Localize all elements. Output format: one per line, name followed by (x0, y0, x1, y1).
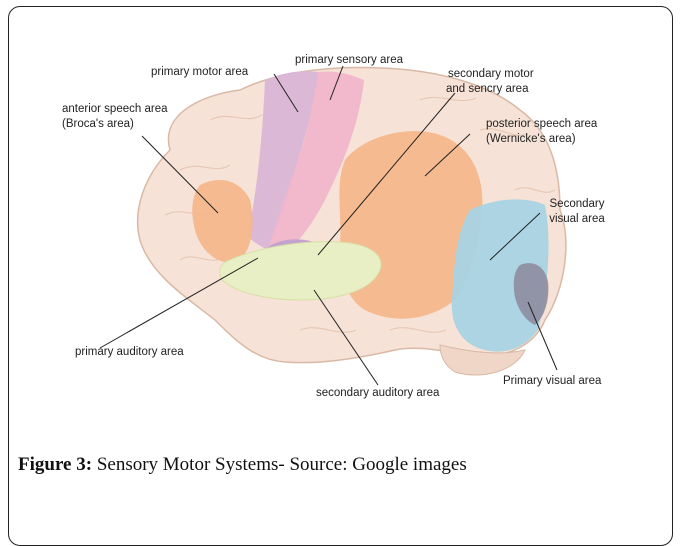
figure-caption-text: Sensory Motor Systems- Source: Google im… (92, 454, 467, 475)
label-secondary-auditory-area: secondary auditory area (316, 386, 439, 400)
label-anterior-speech-line1: anterior speech area (62, 102, 167, 116)
label-secondary-visual-line1: Secondary (542, 197, 612, 211)
label-anterior-speech-line2: (Broca's area) (62, 117, 134, 131)
figure-caption: Figure 3: Sensory Motor Systems- Source:… (18, 454, 467, 476)
label-secondary-visual-line2: visual area (537, 212, 617, 226)
label-primary-visual-area: Primary visual area (503, 374, 601, 388)
label-primary-motor-area: primary motor area (151, 65, 248, 79)
label-primary-sensory-area: primary sensory area (295, 53, 403, 67)
figure-caption-label: Figure 3: (18, 454, 92, 475)
label-secondary-motor-line2: and sencry area (446, 82, 528, 96)
label-posterior-speech-line2: (Wernicke's area) (486, 132, 576, 146)
label-posterior-speech-line1: posterior speech area (486, 117, 597, 131)
label-secondary-motor-line1: secondary motor (448, 67, 534, 81)
label-primary-auditory-area: primary auditory area (75, 345, 184, 359)
